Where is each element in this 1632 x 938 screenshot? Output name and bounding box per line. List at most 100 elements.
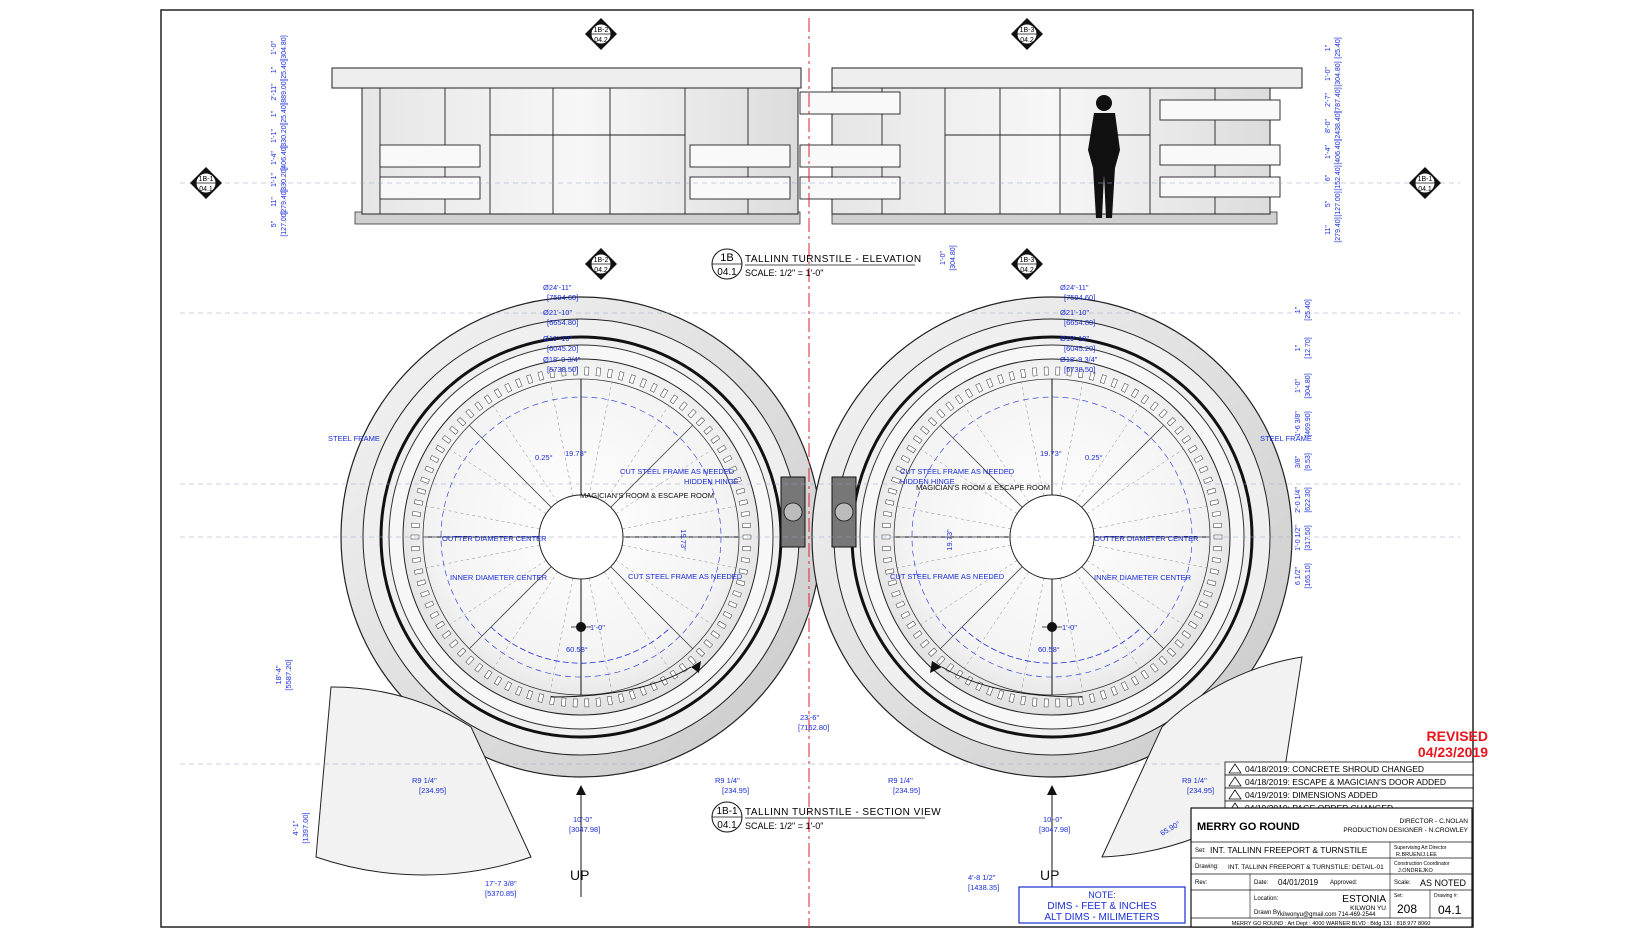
cut-steel-label: CUT STEEL FRAME AS NEEDED [620,467,735,476]
scale-value: AS NOTED [1420,878,1467,888]
svg-text:R9 1/4": R9 1/4" [715,776,740,785]
svg-text:Drawing:: Drawing: [1195,864,1219,870]
gear-tooth [1066,367,1073,377]
dashed-spoke [1086,560,1184,625]
dimension-text: 2'-0 1/4" [1295,487,1302,513]
gear-tooth [420,590,430,598]
title-block: MERRY GO ROUND DIRECTOR - C.NOLAN PRODUC… [1190,807,1473,928]
gear-tooth [742,522,751,528]
gear-tooth [1203,590,1213,598]
gear-tooth [1158,655,1168,666]
gear-tooth [1088,371,1096,381]
svg-text:[234.95]: [234.95] [1187,786,1214,795]
direction-arc [941,666,1083,698]
dimension-text: 1'-0" [1325,67,1332,81]
dimension-text: [12.70] [1305,337,1312,358]
svg-text:R9 1/4": R9 1/4" [888,776,913,785]
svg-text:Drawing #:: Drawing #: [1434,893,1458,899]
dimension-text: [9.53] [1305,453,1312,471]
svg-text:[304.80]: [304.80] [950,245,957,270]
inner-center-label: INNER DIAMETER CENTER [450,573,548,582]
svg-text:[5587.20]: [5587.20] [284,659,293,690]
gear-tooth [727,465,738,474]
svg-text:[7162.80]: [7162.80] [798,723,829,732]
gear-tooth [617,693,625,703]
dimension-text: [25.40] [1335,37,1342,58]
dashed-spoke [964,571,1029,669]
section-marker: 1B-3 04.2 [1011,18,1043,50]
svg-text:1B-3: 1B-3 [1020,27,1035,34]
gear-tooth [414,499,424,506]
gear-tooth [1110,378,1118,388]
production-designer: PRODUCTION DESIGNER - N.CROWLEY [1343,827,1468,834]
gear-tooth [678,401,688,411]
dimension-text: 1'-0" [271,41,278,55]
gear-tooth [1077,368,1084,379]
gear-tooth [986,378,994,388]
gear-tooth [1008,693,1016,703]
dashed-spoke [449,449,547,514]
gear-tooth [882,522,891,528]
gear-tooth [883,557,893,563]
section-marker: 1B-2 04.2 [585,248,617,280]
svg-text:19.73°: 19.73° [1040,449,1062,458]
svg-text:1'-0": 1'-0" [590,623,605,632]
gear-tooth [420,476,430,484]
gear-tooth [504,382,513,393]
gear-tooth [883,511,893,517]
gear-tooth [1149,401,1159,411]
svg-text:10'-0": 10'-0" [1043,815,1062,824]
gear-tooth [735,579,746,587]
dimension-text: 1'-1" [271,173,278,187]
gear-tooth [1203,476,1213,484]
svg-text:04.2: 04.2 [594,37,608,44]
footer-info: MERRY GO ROUND : Art Dept : 4000 WARNER … [1232,921,1431,927]
gear-tooth [936,408,946,419]
gear-tooth [526,690,534,700]
svg-text:04.1: 04.1 [1418,186,1432,193]
gear-tooth [1120,681,1129,692]
dashed-spoke [920,560,1018,625]
gear-tooth [906,620,917,630]
dimension-text: 6" [1325,174,1332,181]
elevation-scale: SCALE: 1/2" = 1'-0" [745,268,823,278]
steel-frame-label: STEEL FRAME [328,434,380,443]
dashed-spoke [604,571,669,669]
section-tag-bottom: 04.1 [717,820,737,831]
section-labels-left: STEEL FRAME CUT STEEL FRAME AS NEEDED HI… [274,434,749,898]
dimension-text: [304.80] [1335,61,1342,86]
svg-text:J.ONDREJKO: J.ONDREJKO [1398,868,1434,874]
gear-tooth [710,630,721,639]
gear-tooth [920,639,930,649]
gear-tooth [424,600,435,609]
gear-tooth [474,663,484,673]
gear-tooth [560,697,567,707]
gear-tooth [1130,388,1140,399]
gear-tooth [483,669,493,680]
gear-tooth [483,394,493,405]
dimension-text: 2'-11" [271,83,278,101]
diameter-callouts-right: Ø24'-11" [7594.60] Ø21'-10" [6654.80] Ø1… [1060,283,1098,374]
gear-tooth [687,408,697,419]
svg-text:04.2: 04.2 [1020,267,1034,274]
angle-arc [961,626,1143,664]
svg-text:0.25°: 0.25° [535,453,553,462]
gear-tooth [1174,639,1184,649]
gear-tooth [537,693,545,703]
gear-tooth [954,394,964,405]
direction-arrow [691,661,701,673]
gear-tooth [975,382,984,393]
dashed-spoke [1059,381,1084,496]
human-scale-figure [1088,95,1120,218]
gear-tooth [895,465,906,474]
gear-tooth [740,557,750,563]
section-title: 1B-1 04.1 TALLINN TURNSTILE - SECTION VI… [711,801,941,833]
dimension-text: [165.10] [1305,563,1312,588]
gear-tooth [900,455,911,464]
gear-tooth [695,647,706,657]
gear-tooth [595,367,602,377]
svg-text:Date:: Date: [1254,880,1269,886]
dimension-text: [127.00] [281,211,288,236]
magicians-room-label: MAGICIAN'S ROOM & ESCAPE ROOM [580,491,714,500]
dashed-spoke [549,578,574,693]
